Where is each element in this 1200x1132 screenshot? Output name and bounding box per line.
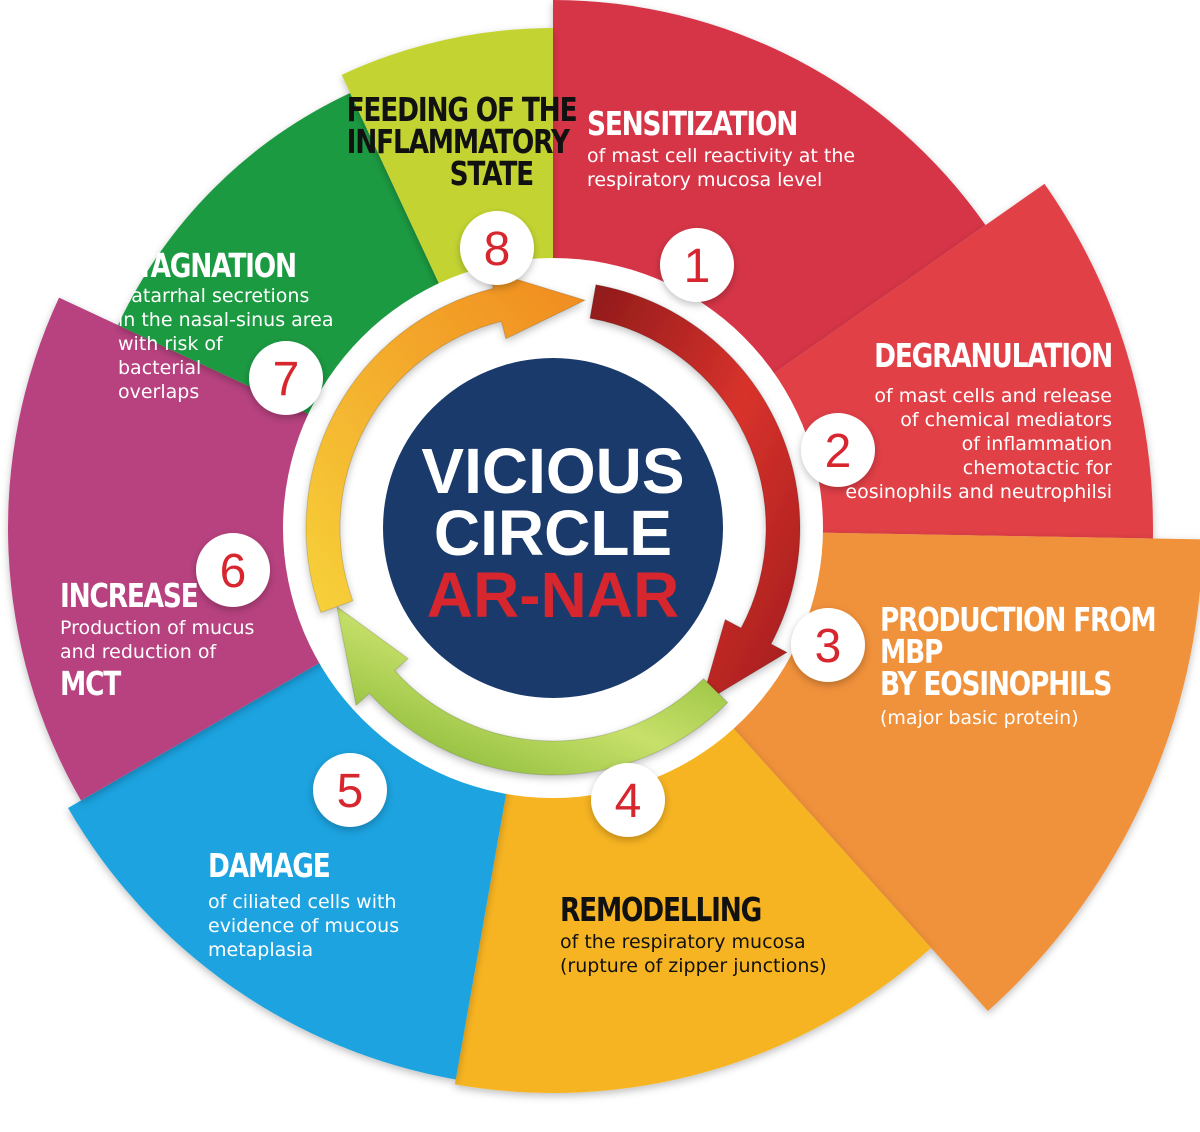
badge-number-7: 7 [273,353,300,406]
center-line-1: VICIOUS [421,435,685,507]
center-line-2: CIRCLE [433,497,673,569]
badge-number-5: 5 [337,765,364,818]
step-4-title: REMODELLING [560,890,762,929]
step-7-title: STAGNATION [118,246,297,285]
step-1-title: SENSITIZATION [587,104,798,143]
step-6-desc: Production of mucus [60,617,255,639]
step-7-label: STAGNATION Catarrhal secretions in the n… [118,246,340,404]
step-7-desc-4: bacterial [118,357,202,379]
step-1-desc: of mast cell reactivity at the [587,145,856,167]
step-5-desc: of ciliated cells with [208,891,397,913]
badge-step-5 [313,753,387,827]
badge-number-8: 8 [484,223,511,276]
step-2-title: DEGRANULATION [874,336,1113,375]
step-3-desc: (major basic protein) [880,707,1079,729]
badge-step-4 [591,763,665,837]
step-3-label: PRODUCTION FROM MBP BY EOSINOPHILS (majo… [880,600,1200,730]
badge-number-4: 4 [615,775,642,828]
badge-step-7 [249,341,323,415]
step-5-label: DAMAGE of ciliated cells with evidence o… [208,846,400,962]
badge-step-2 [801,413,875,487]
step-4-desc-2: (rupture of zipper junctions) [560,955,827,977]
step-4-desc: of the respiratory mucosa [560,931,806,953]
arrow-red [589,284,801,706]
step-1-label: SENSITIZATION of mast cell reactivity at… [587,104,856,192]
step-7-desc-2: in the nasal-sinus area [118,309,334,331]
badge-step-8 [460,211,534,285]
step-3-title-3: BY EOSINOPHILS [880,664,1112,703]
step-7-desc-3: with risk of [118,333,223,355]
step-6-title: INCREASE [60,576,199,615]
step-2-desc-5: eosinophils and neutrophilsi [845,481,1112,503]
step-7-desc: Catarrhal secretions [118,285,310,307]
step-5-desc-3: metaplasia [208,939,314,961]
step-3-title: PRODUCTION FROM [880,600,1157,639]
step-2-label: DEGRANULATION of mast cells and release … [780,336,1113,504]
step-2-desc: of mast cells and release [874,385,1112,407]
step-3-title-2: MBP [880,632,943,671]
step-8-title-3: STATE [449,154,535,193]
step-2-desc-3: of inflammation [961,433,1112,455]
step-2-desc-2: of chemical mediators [900,409,1112,431]
badge-number-1: 1 [684,240,711,293]
step-5-title: DAMAGE [208,846,331,885]
badge-number-3: 3 [815,620,842,673]
step-6-desc-3: MCT [60,664,121,703]
badge-step-6 [196,533,270,607]
step-6-desc-2: and reduction of [60,641,217,663]
badge-step-3 [791,608,865,682]
step-5-desc-2: evidence of mucous [208,915,400,937]
center-line-3: AR-NAR [426,559,680,631]
step-8-title-2: INFLAMMATORY [346,122,570,161]
step-6-label: INCREASE Production of mucus and reducti… [60,576,255,703]
step-1-desc-2: respiratory mucosa level [587,169,823,191]
badge-step-1 [660,228,734,302]
step-4-label: REMODELLING of the respiratory mucosa (r… [560,890,827,978]
center-disc [383,358,723,698]
arrow-yellow [305,270,587,614]
step-2-desc-4: chemotactic for [962,457,1112,479]
step-8-title: FEEDING OF THE [346,90,578,129]
step-8-label: FEEDING OF THE INFLAMMATORY STATE [300,90,578,193]
step-7-desc-5: overlaps [118,381,200,403]
center-title: VICIOUS CIRCLE AR-NAR [403,435,703,631]
badge-number-2: 2 [825,425,852,478]
badge-number-6: 6 [220,545,247,598]
